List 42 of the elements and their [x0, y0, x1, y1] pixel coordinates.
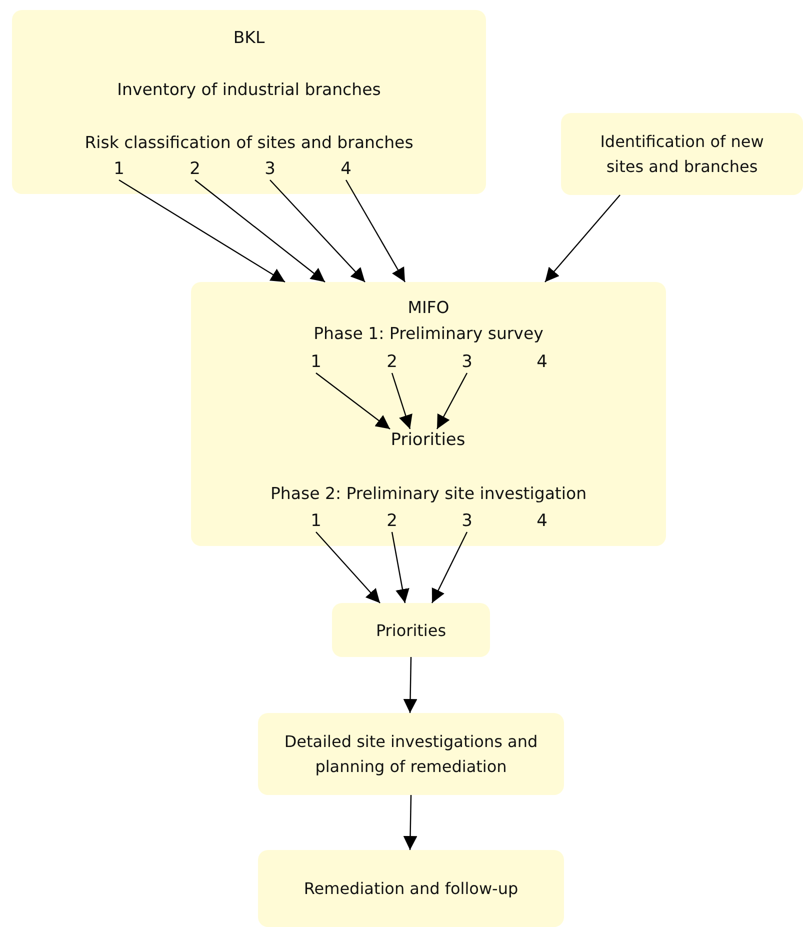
- arrow: [316, 372, 390, 430]
- arrow: [403, 794, 418, 850]
- box-text: Phase 1: Preliminary survey: [312, 323, 544, 345]
- process-box: [258, 713, 564, 795]
- box-text: Identification of new sites and branches: [599, 131, 765, 178]
- step-number: 3: [457, 510, 477, 532]
- box-text: Inventory of industrial branches: [116, 79, 382, 101]
- arrow: [345, 180, 406, 282]
- box-text: Risk classification of sites and branches: [84, 132, 414, 154]
- priority-label: Priorities: [378, 429, 478, 453]
- arrow: [194, 180, 326, 282]
- box-heading: MIFO: [406, 297, 450, 319]
- box-text: Priorities: [374, 620, 448, 642]
- step-number: 1: [306, 510, 326, 532]
- arrow: [118, 179, 286, 283]
- process-box: [561, 113, 803, 195]
- step-number: 3: [260, 158, 280, 180]
- arrow: [270, 180, 366, 282]
- step-number: 4: [336, 158, 356, 180]
- arrow: [436, 372, 468, 430]
- arrow: [316, 532, 380, 604]
- arrow: [431, 532, 468, 604]
- box-heading: BKL: [232, 27, 266, 49]
- step-number: 1: [306, 351, 326, 373]
- step-number: 2: [382, 510, 402, 532]
- arrow: [544, 194, 620, 282]
- process-box: [191, 282, 666, 546]
- box-text: Phase 2: Preliminary site investigation: [269, 483, 588, 505]
- process-box: [332, 603, 490, 657]
- step-number: 4: [532, 351, 552, 373]
- step-number: 3: [457, 351, 477, 373]
- arrow: [391, 372, 412, 430]
- step-number: 2: [185, 158, 205, 180]
- step-number: 1: [109, 158, 129, 180]
- box-text: Remediation and follow-up: [302, 878, 520, 900]
- process-box: [258, 850, 564, 927]
- step-number: 4: [532, 510, 552, 532]
- process-box: [12, 10, 486, 194]
- arrow: [403, 656, 418, 714]
- box-text: Detailed site investigations and planning of remediation: [283, 731, 539, 778]
- step-number: 2: [382, 351, 402, 373]
- arrow: [391, 532, 410, 604]
